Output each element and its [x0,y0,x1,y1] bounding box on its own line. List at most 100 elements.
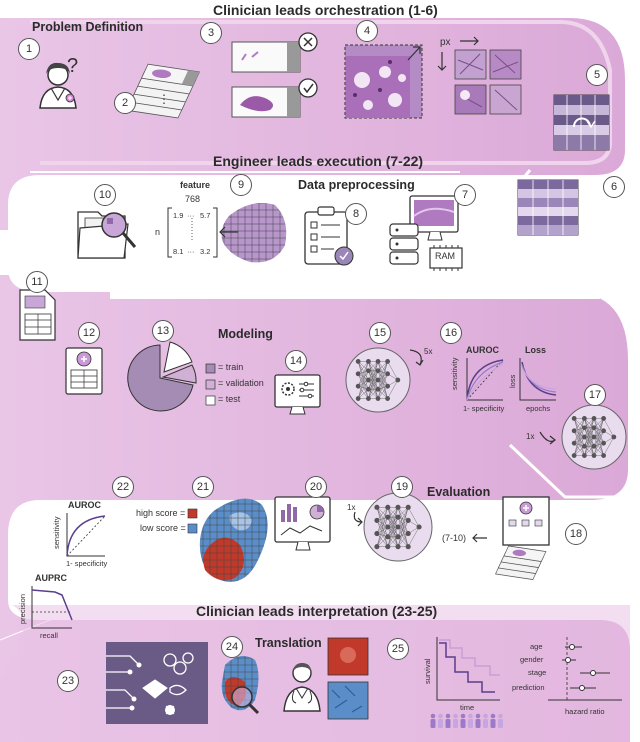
network-edge [584,436,595,456]
network-edge [397,507,409,521]
step-number-10: 10 [94,184,116,206]
network-edge [376,507,388,521]
network-edge [357,373,369,390]
low-score-label: low score = [140,523,186,533]
network-edge [397,520,409,537]
legend-swatch [205,379,216,390]
network-node [366,386,371,392]
network-node [395,534,401,540]
forest-xlabel: hazard ratio [565,707,605,716]
arrow-left-icon [472,533,487,543]
network-edge [377,361,388,390]
network-edge [574,418,585,431]
high-score-label: high score = [136,508,186,518]
neural-network-icon [345,347,411,413]
network-node [385,544,391,550]
network-edge [368,361,379,381]
km-xlabel: time [460,703,475,712]
network-edge [377,386,388,399]
network-edge [397,507,409,534]
tissue-grid [221,202,287,263]
checklist-icon [304,206,354,266]
network-edge [593,443,604,456]
network-node [355,396,361,401]
network-edge [368,370,379,399]
network-edge [357,361,369,390]
network-edge [377,370,388,399]
person-body [475,719,481,728]
network-edge [376,517,388,547]
loss-title: Loss [525,345,547,355]
feature-count: 768 [185,194,201,204]
network-node [366,377,371,383]
person-icon [483,713,488,719]
auroc-ylabel: sensitivity [450,357,459,390]
heading-orchestration: Clinician leads orchestration (1-6) [213,2,438,18]
step-number-5: 5 [586,64,608,86]
wsi-tile [344,44,423,119]
circuit-panel-icon [106,642,208,724]
network-edge [573,418,585,444]
legend-validation: = validation [218,378,264,388]
person-icon [475,713,481,719]
network-edge [593,418,604,447]
matrix-cell-1-2: 5.7 [200,211,211,220]
person-body [453,719,458,728]
network-node [395,544,401,550]
network-node [405,544,411,550]
network-edge [376,533,388,547]
folder-search-icon [77,211,137,259]
network-edge [357,361,369,381]
step-number-24: 24 [221,636,243,658]
neural-network-icon [561,404,627,470]
matrix-cell-2-1: 8.1 [173,247,184,256]
step-number-7: 7 [454,184,476,206]
loss-xlabel: epochs [526,404,551,413]
network-node [395,504,401,510]
network-node [591,425,597,431]
network-node [582,443,587,449]
stack-ellipsis: ⋮ [158,92,170,106]
person-body [468,719,473,728]
network-node [374,531,380,537]
network-node [582,416,587,421]
network-edge [573,418,585,456]
range-label: (7-10) [442,533,467,543]
network-edge [377,373,388,399]
step-number-21: 21 [192,476,214,498]
network-node [385,504,391,510]
step-number-13: 13 [152,320,174,342]
network-node [375,377,381,383]
person-icon [445,713,451,719]
network-edge [397,517,409,534]
network-node [571,416,577,421]
auprc-ylabel: precision [18,593,27,624]
network-edge [573,430,585,456]
network-edge [387,361,399,381]
translation-map [221,656,260,715]
network-node [591,434,597,440]
network-node [601,416,606,421]
ram-chip-icon [429,245,463,271]
network-node [611,434,617,440]
legend-test: = test [218,394,241,404]
forest-row-prediction: prediction [512,683,545,692]
section-problem-definition: Problem Definition [32,20,144,34]
person-body [490,719,496,728]
person-icon [438,713,443,719]
person-body [430,719,436,728]
network-node [374,504,380,510]
network-node [355,359,361,364]
slide-stack-icon [126,63,200,119]
matrix-cell-2-2: 3.2 [200,247,211,256]
step-number-19: 19 [391,476,413,498]
network-edge [573,418,585,438]
network-node [375,396,381,401]
step-number-6: 6 [603,176,625,198]
network-node [405,504,411,510]
person-body [498,719,503,728]
step-number-23: 23 [57,670,79,692]
network-node [582,434,587,440]
network-node [582,453,587,458]
